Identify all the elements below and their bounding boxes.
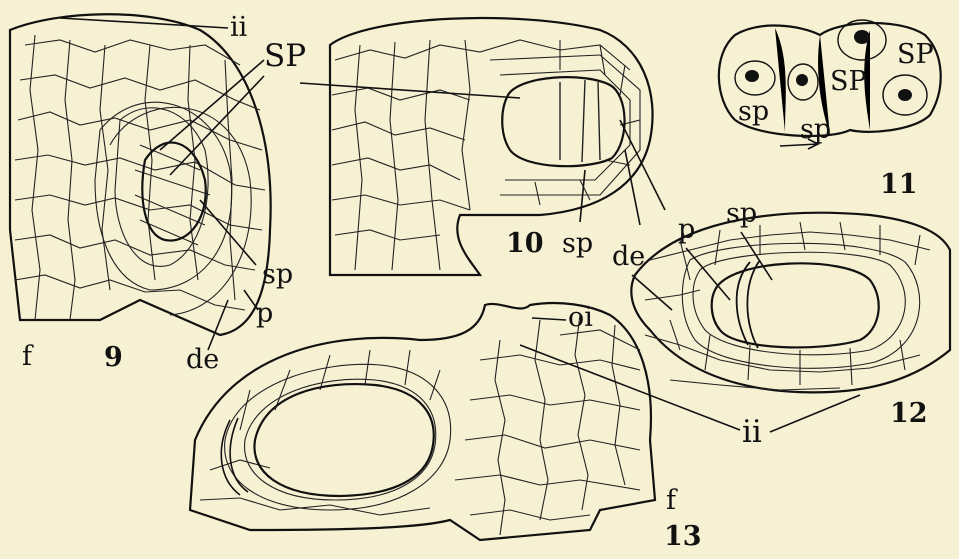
figure-13-cell-network bbox=[200, 315, 640, 535]
figure-9-label-sp: sp bbox=[262, 259, 293, 290]
figure-10-label-sp: sp bbox=[562, 228, 593, 259]
figure-12-number: 12 bbox=[890, 398, 928, 429]
figure-10-cell-network bbox=[332, 40, 640, 270]
figure-12-cell-network bbox=[645, 222, 930, 390]
figure-13-number: 13 bbox=[664, 521, 702, 552]
figure-9: f 9 de p sp SP ii bbox=[10, 12, 306, 375]
figure-9-label-ii: ii bbox=[230, 12, 248, 43]
figure-9-cell-network bbox=[15, 35, 265, 320]
figure-12: de p sp 12 bbox=[612, 198, 950, 429]
figure-11-label-sp-1: sp bbox=[738, 96, 769, 127]
figure-12-label-sp: sp bbox=[726, 198, 757, 229]
figure-11-label-sp-2: sp bbox=[800, 114, 831, 145]
figure-10: 10 sp bbox=[300, 18, 665, 275]
figure-9-number: 9 bbox=[104, 342, 123, 373]
figure-9-label-SP: SP bbox=[264, 38, 306, 74]
figure-12-label-p: p bbox=[678, 214, 695, 245]
figure-11-label-sp-5: SP bbox=[897, 39, 934, 70]
figure-9-label-p: p bbox=[256, 298, 273, 329]
figure-13-label-f: f bbox=[666, 485, 678, 516]
figure-13-label-oi: oi bbox=[568, 302, 593, 333]
figure-10-number: 10 bbox=[506, 228, 544, 259]
figure-9-label-f: f bbox=[22, 341, 34, 372]
figure-11-number: 11 bbox=[880, 169, 918, 200]
figure-13-label-ii: ii bbox=[742, 414, 762, 450]
figure-13: oi ii f 13 bbox=[190, 302, 860, 552]
figure-9-label-de: de bbox=[186, 344, 219, 375]
figure-11: sp sp SP SP 11 bbox=[719, 20, 941, 200]
figure-12-label-de: de bbox=[612, 241, 645, 272]
figure-11-label-sp-4: SP bbox=[830, 66, 867, 97]
